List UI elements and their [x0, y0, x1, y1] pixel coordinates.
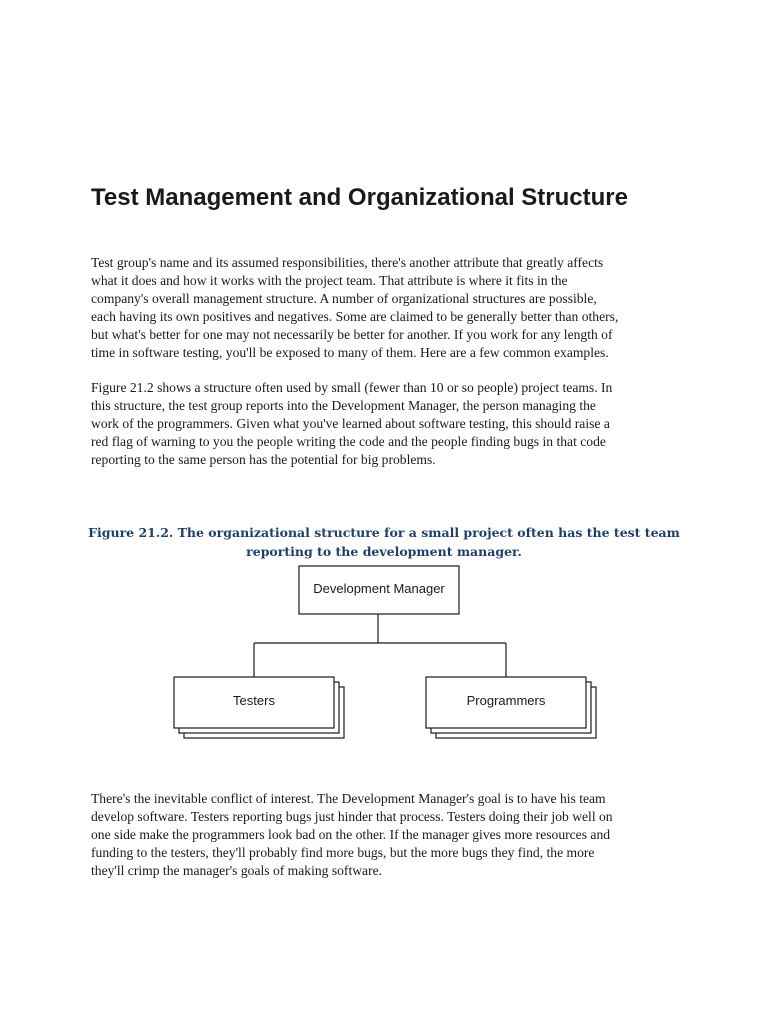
caption-line: Figure 21.2. The organizational structur… — [88, 525, 680, 540]
paragraph-line: develop software. Testers reporting bugs… — [91, 809, 613, 824]
paragraph-line: reporting to the same person has the pot… — [91, 452, 436, 467]
programmers-label: Programmers — [466, 693, 546, 708]
caption-line: reporting to the development manager. — [246, 544, 522, 559]
paragraph-line: one side make the programmers look bad o… — [91, 827, 611, 842]
paragraph-line: this structure, the test group reports i… — [91, 398, 596, 413]
paragraph-line: what it does and how it works with the p… — [91, 273, 568, 288]
paragraph-line: red flag of warning to you the people wr… — [91, 434, 606, 449]
paragraph-line: There's the inevitable conflict of inter… — [91, 791, 606, 806]
paragraph-line: but what's better for one may not necess… — [91, 327, 613, 342]
paragraph-figure-intro: Figure 21.2 shows a structure often used… — [91, 379, 681, 469]
paragraph-line: work of the programmers. Given what you'… — [91, 416, 610, 431]
paragraph-intro: Test group's name and its assumed respon… — [91, 254, 681, 362]
dev-manager-label: Development Manager — [313, 581, 445, 596]
figure-caption: Figure 21.2. The organizational structur… — [0, 523, 768, 561]
paragraph-line: company's overall management structure. … — [91, 291, 597, 306]
testers-label: Testers — [233, 693, 275, 708]
paragraph-line: time in software testing, you'll be expo… — [91, 345, 609, 360]
paragraph-line: funding to the testers, they'll probably… — [91, 845, 595, 860]
paragraph-line: Figure 21.2 shows a structure often used… — [91, 380, 613, 395]
paragraph-line: each having its own positives and negati… — [91, 309, 619, 324]
paragraph-line: they'll crimp the manager's goals of mak… — [91, 863, 383, 878]
page-title: Test Management and Organizational Struc… — [91, 184, 628, 211]
paragraph-conflict: There's the inevitable conflict of inter… — [91, 790, 681, 880]
paragraph-line: Test group's name and its assumed respon… — [91, 255, 604, 270]
